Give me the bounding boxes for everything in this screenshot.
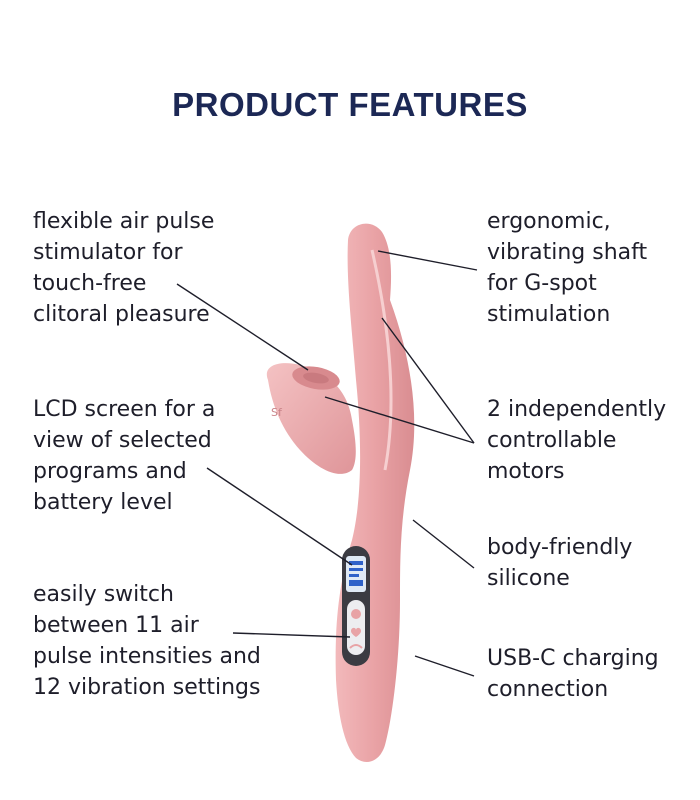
- feature-silicone: body-friendly silicone: [487, 535, 633, 591]
- control-button: [351, 609, 361, 619]
- feature-intensities: easily switch between 11 air pulse inten…: [33, 582, 261, 700]
- vibrator-shaft: [335, 223, 415, 762]
- leader-lines: [176, 250, 478, 677]
- heart-button: [351, 627, 361, 637]
- feature-charging: USB-C charging connection: [487, 646, 659, 702]
- feature-motors: 2 independently controllable motors: [487, 397, 667, 484]
- feature-shaft: ergonomic, vibrating shaft for G-spot st…: [487, 209, 648, 327]
- svg-text:Sf: Sf: [271, 406, 283, 419]
- air-pulse-head: [266, 363, 356, 474]
- page-title: PRODUCT FEATURES: [172, 86, 528, 123]
- feature-lcd-screen: LCD screen for a view of selected progra…: [33, 397, 216, 515]
- feature-air-pulse: flexible air pulse stimulator for touch-…: [33, 209, 215, 327]
